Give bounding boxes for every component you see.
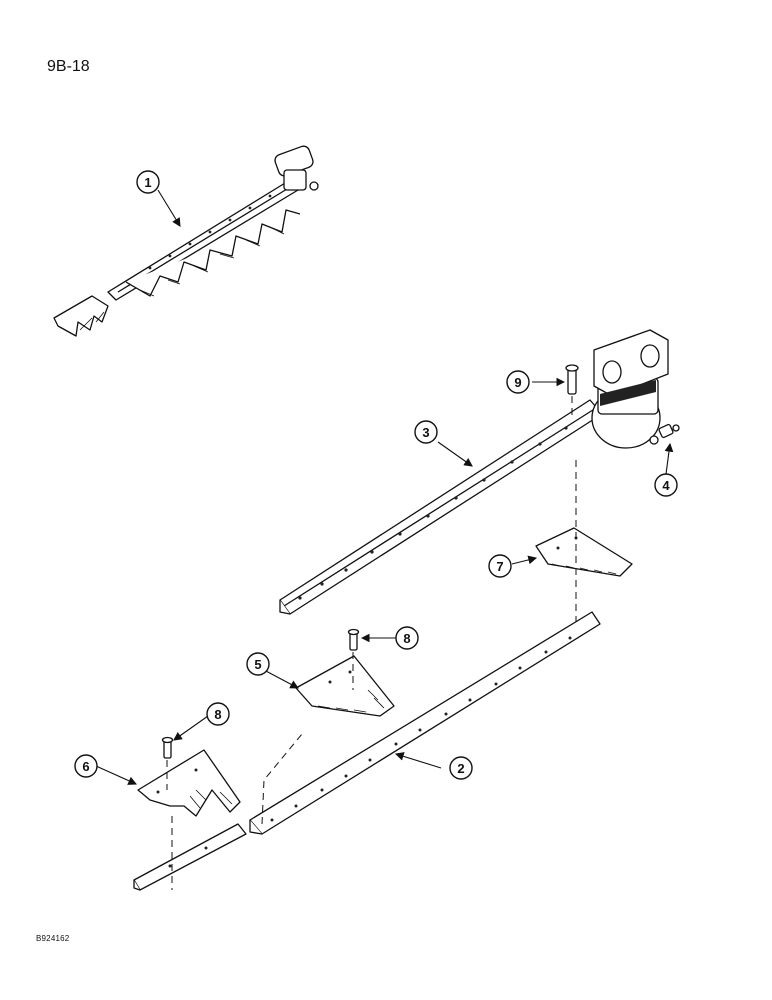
svg-text:6: 6 <box>82 759 89 774</box>
callout-7: 7 <box>488 554 512 578</box>
svg-text:5: 5 <box>254 657 261 672</box>
drawing-code: B924162 <box>36 934 70 943</box>
callout-9: 9 <box>506 370 530 394</box>
svg-text:1: 1 <box>144 175 151 190</box>
callout-8-upper: 8 <box>395 626 419 650</box>
section-6 <box>137 749 241 817</box>
svg-text:3: 3 <box>422 425 429 440</box>
svg-text:2: 2 <box>457 761 464 776</box>
page-number: 9B-18 <box>47 58 90 75</box>
bolt-8-upper <box>347 628 360 651</box>
callout-3: 3 <box>414 420 438 444</box>
pin <box>565 364 579 395</box>
section-7 <box>535 527 633 577</box>
callout-6: 6 <box>74 754 98 778</box>
knife-assembly-small <box>53 145 319 337</box>
svg-text:7: 7 <box>496 559 503 574</box>
callout-4: 4 <box>654 473 678 497</box>
callout-2: 2 <box>449 756 473 780</box>
callout-8-lower: 8 <box>206 702 230 726</box>
svg-text:4: 4 <box>662 478 670 493</box>
bolt-8-lower <box>161 736 174 759</box>
section-5 <box>295 655 395 717</box>
svg-text:9: 9 <box>514 375 521 390</box>
knife-bar <box>133 611 601 891</box>
callout-5: 5 <box>246 652 270 676</box>
svg-text:8: 8 <box>403 631 410 646</box>
knife-back <box>279 329 669 615</box>
callout-1: 1 <box>136 170 160 194</box>
svg-text:8: 8 <box>214 707 221 722</box>
grease-fitting <box>658 423 680 439</box>
